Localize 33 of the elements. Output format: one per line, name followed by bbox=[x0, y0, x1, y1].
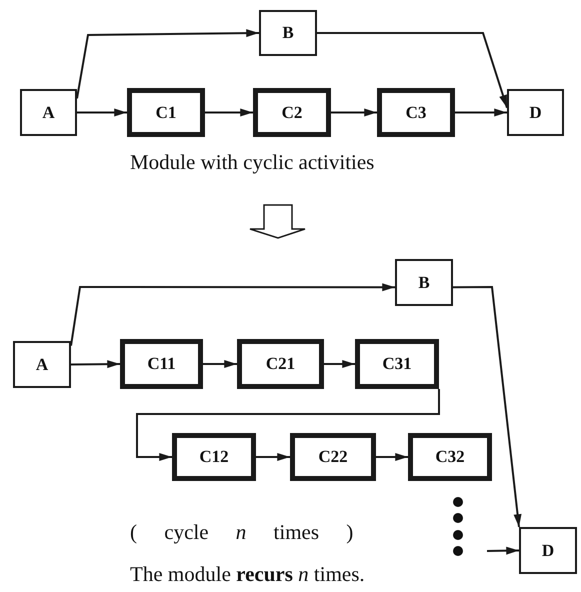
process-box: C2 bbox=[253, 88, 331, 137]
arrow bbox=[256, 453, 290, 461]
caption: ( cycle n times ) bbox=[130, 520, 354, 545]
process-box: A bbox=[20, 89, 77, 136]
process-box: C1 bbox=[127, 88, 205, 137]
arrow bbox=[203, 360, 237, 368]
process-box: B bbox=[259, 10, 317, 56]
caption: The module recurs n times. bbox=[130, 562, 365, 587]
arrow bbox=[77, 108, 127, 116]
arrow bbox=[455, 108, 507, 116]
arrow bbox=[70, 283, 395, 346]
process-box: B bbox=[395, 259, 453, 306]
process-box: C11 bbox=[120, 339, 203, 389]
arrow bbox=[317, 32, 508, 108]
process-box: C3 bbox=[377, 88, 455, 137]
arrow bbox=[76, 29, 260, 99]
process-box: D bbox=[519, 527, 577, 574]
arrow bbox=[324, 360, 355, 368]
process-box: D bbox=[507, 89, 564, 136]
arrow bbox=[376, 453, 408, 461]
arrow bbox=[205, 108, 253, 116]
process-box: C32 bbox=[408, 433, 492, 481]
arrow bbox=[453, 286, 522, 528]
caption: Module with cyclic activities bbox=[130, 150, 374, 175]
arrow bbox=[70, 360, 120, 368]
arrow bbox=[136, 389, 440, 461]
process-box: A bbox=[13, 341, 71, 388]
arrow bbox=[331, 108, 377, 116]
process-box: C22 bbox=[290, 433, 376, 481]
process-box: C31 bbox=[355, 339, 439, 389]
process-box: C12 bbox=[172, 433, 256, 481]
arrow bbox=[486, 546, 520, 555]
process-box: C21 bbox=[237, 339, 324, 389]
